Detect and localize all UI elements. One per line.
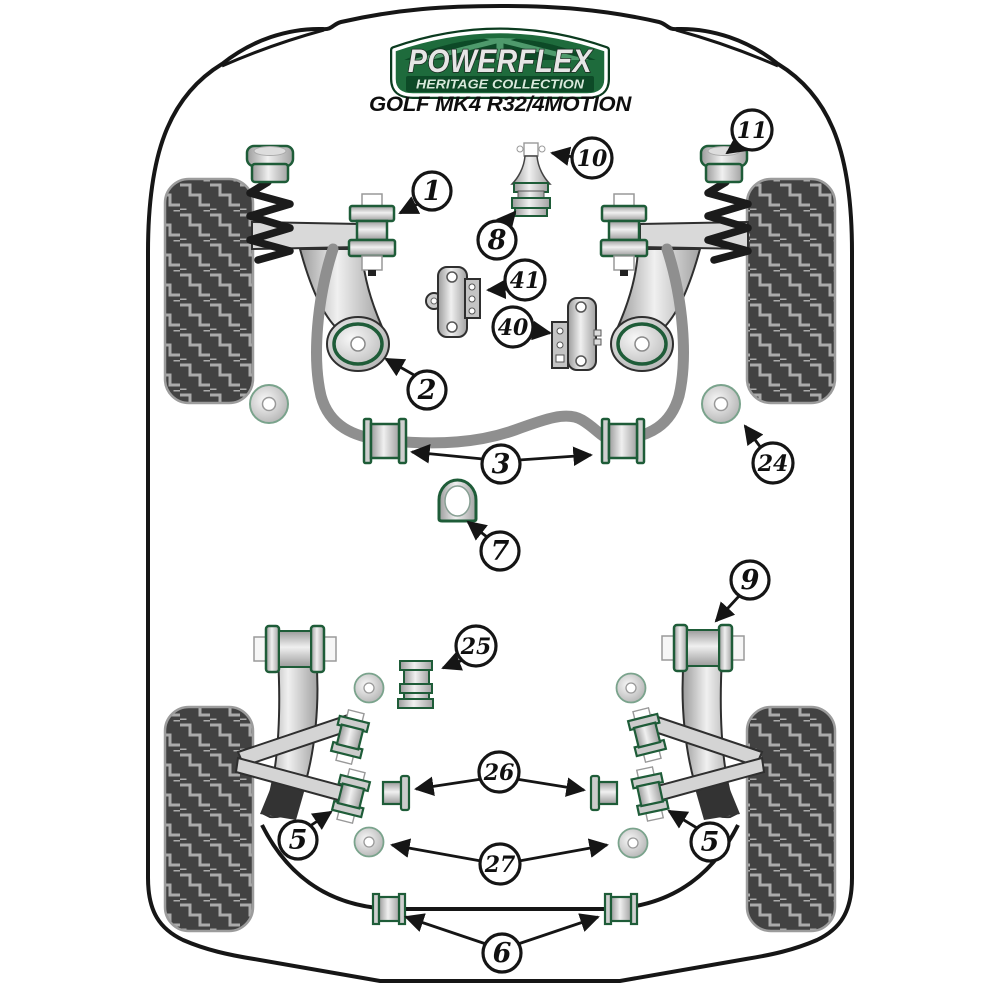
callout-25: 25 bbox=[441, 624, 498, 671]
callout-6-number: 6 bbox=[493, 938, 512, 969]
front-right-washer bbox=[701, 384, 741, 424]
callout-40-number: 40 bbox=[498, 315, 529, 341]
car-body-outline bbox=[146, 3, 854, 983]
callouts: 1 2 3 5 5 6 bbox=[277, 108, 795, 974]
callout-7-number: 7 bbox=[491, 536, 510, 567]
callout-9-number: 9 bbox=[741, 565, 760, 596]
callout-24: 24 bbox=[743, 424, 795, 485]
callout-8-number: 8 bbox=[487, 225, 507, 256]
front-right-spring bbox=[699, 144, 752, 264]
engine-mount-40 bbox=[551, 297, 602, 371]
engine-mount-41 bbox=[425, 266, 481, 338]
callout-27: 27 bbox=[390, 838, 609, 886]
callout-26-number: 26 bbox=[483, 760, 515, 786]
callout-26: 26 bbox=[414, 750, 586, 797]
front-anti-roll-bar bbox=[311, 243, 689, 449]
front-arb-bush-left bbox=[362, 417, 408, 465]
front-right-tire bbox=[745, 177, 837, 405]
rear-arb-bush-right bbox=[603, 892, 639, 926]
engine-mount-small bbox=[510, 142, 552, 217]
front-left-tire bbox=[163, 177, 255, 405]
front-left-fender-crease bbox=[221, 28, 325, 68]
callout-25-number: 25 bbox=[460, 634, 492, 660]
rear-left-trailing-arm-bush bbox=[252, 624, 338, 674]
callout-24-number: 24 bbox=[757, 451, 789, 477]
rear-right-trailing-arm-bush bbox=[660, 623, 746, 673]
callout-27-number: 27 bbox=[484, 852, 516, 878]
rear-bump-stop-left bbox=[381, 774, 411, 812]
rear-right-tie-bars bbox=[644, 713, 766, 805]
collection-label: HERITAGE COLLECTION bbox=[416, 78, 585, 92]
callout-10: 10 bbox=[550, 136, 614, 180]
callout-2: 2 bbox=[384, 357, 448, 411]
callout-6: 6 bbox=[404, 913, 600, 974]
rear-left-tie-bar-bush-upper bbox=[328, 707, 372, 767]
rear-arb-bush-left bbox=[371, 892, 407, 926]
callout-40: 40 bbox=[491, 305, 552, 349]
callout-41-number: 41 bbox=[510, 268, 541, 294]
callout-11-number: 11 bbox=[737, 118, 768, 144]
callout-5-left-number: 5 bbox=[289, 825, 308, 856]
rear-subframe-arc bbox=[260, 824, 740, 911]
callout-2-number: 2 bbox=[417, 375, 437, 406]
front-left-spring bbox=[245, 144, 295, 264]
rear-left-washer-lower bbox=[353, 826, 385, 858]
callout-8: 8 bbox=[476, 210, 518, 261]
callout-9: 9 bbox=[714, 559, 771, 623]
front-left-rear-arm-bush bbox=[326, 316, 390, 372]
callout-7: 7 bbox=[466, 520, 521, 572]
callout-3-number: 3 bbox=[492, 449, 511, 480]
rear-bobbin-bush bbox=[397, 660, 434, 709]
callout-5-right: 5 bbox=[667, 809, 731, 863]
front-right-rear-arm-bush bbox=[610, 316, 674, 372]
callout-5-right-number: 5 bbox=[701, 827, 720, 858]
rear-right-washer-upper bbox=[615, 672, 647, 704]
steering-rack-bush bbox=[437, 478, 478, 523]
model-title: GOLF MK4 R32/4MOTION bbox=[369, 93, 632, 116]
callout-1: 1 bbox=[398, 170, 453, 215]
callout-3: 3 bbox=[410, 443, 593, 485]
callout-10-number: 10 bbox=[577, 146, 608, 172]
powerflex-logo-badge: POWERFLEX HERITAGE COLLECTION bbox=[390, 27, 610, 99]
rear-left-washer-upper bbox=[353, 672, 385, 704]
front-arb-bush-right bbox=[600, 417, 646, 465]
rear-right-tire bbox=[745, 705, 837, 933]
callout-5-left: 5 bbox=[277, 810, 333, 861]
callout-41: 41 bbox=[486, 258, 547, 302]
rear-right-washer-lower bbox=[617, 827, 649, 859]
front-right-fender-crease bbox=[675, 28, 779, 68]
rear-left-tire bbox=[163, 705, 255, 933]
callout-1-number: 1 bbox=[423, 176, 442, 207]
union-jack-arch bbox=[404, 38, 596, 60]
rear-left-tie-bars bbox=[234, 713, 356, 805]
front-left-washer bbox=[249, 384, 289, 424]
brand-wordmark: POWERFLEX bbox=[408, 43, 593, 79]
callout-11: 11 bbox=[725, 108, 774, 155]
rear-bump-stop-right bbox=[589, 774, 619, 812]
